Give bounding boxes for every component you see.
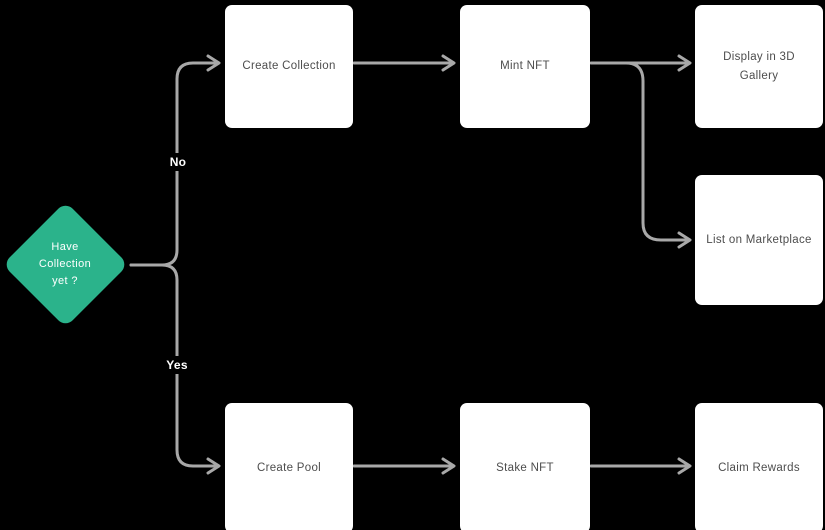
node-create-pool: Create Pool	[225, 403, 353, 530]
node-label: Claim Rewards	[718, 461, 800, 474]
edge-label-no: No	[164, 153, 192, 171]
node-label: Display in 3D Gallery	[723, 50, 795, 82]
arrowhead-list-marketplace	[677, 231, 692, 249]
node-label: Create Collection	[242, 60, 336, 72]
arrowhead-create-collection	[206, 54, 221, 72]
node-create-collection: Create Collection	[225, 5, 353, 128]
arrowhead-create-pool	[206, 457, 221, 475]
node-claim-rewards: Claim Rewards	[695, 403, 823, 530]
node-list-on-marketplace: List on Marketplace	[695, 175, 823, 305]
node-display-in-3d-gallery: Display in 3D Gallery	[695, 5, 823, 128]
edge-mint-to-marketplace	[624, 61, 688, 242]
node-mint-nft: Mint NFT	[460, 5, 590, 128]
arrowhead-stake-nft	[441, 457, 456, 475]
arrowhead-mint-nft	[441, 54, 456, 72]
decision-line-3: yet ?	[52, 275, 78, 287]
node-label: Mint NFT	[500, 60, 550, 72]
node-label: Create Pool	[256, 461, 322, 474]
node-label: Stake NFT	[496, 461, 554, 474]
decision-line-1: Have	[51, 241, 79, 253]
decision-line-2: Collection	[38, 258, 92, 270]
node-stake-nft: Stake NFT	[460, 403, 590, 530]
decision-label: Have Collection yet ?	[10, 239, 120, 290]
edge-label-yes: Yes	[161, 356, 193, 374]
arrowhead-display-gallery	[677, 54, 692, 72]
arrowhead-claim-rewards	[677, 457, 692, 475]
node-label: List on Marketplace	[706, 233, 812, 246]
